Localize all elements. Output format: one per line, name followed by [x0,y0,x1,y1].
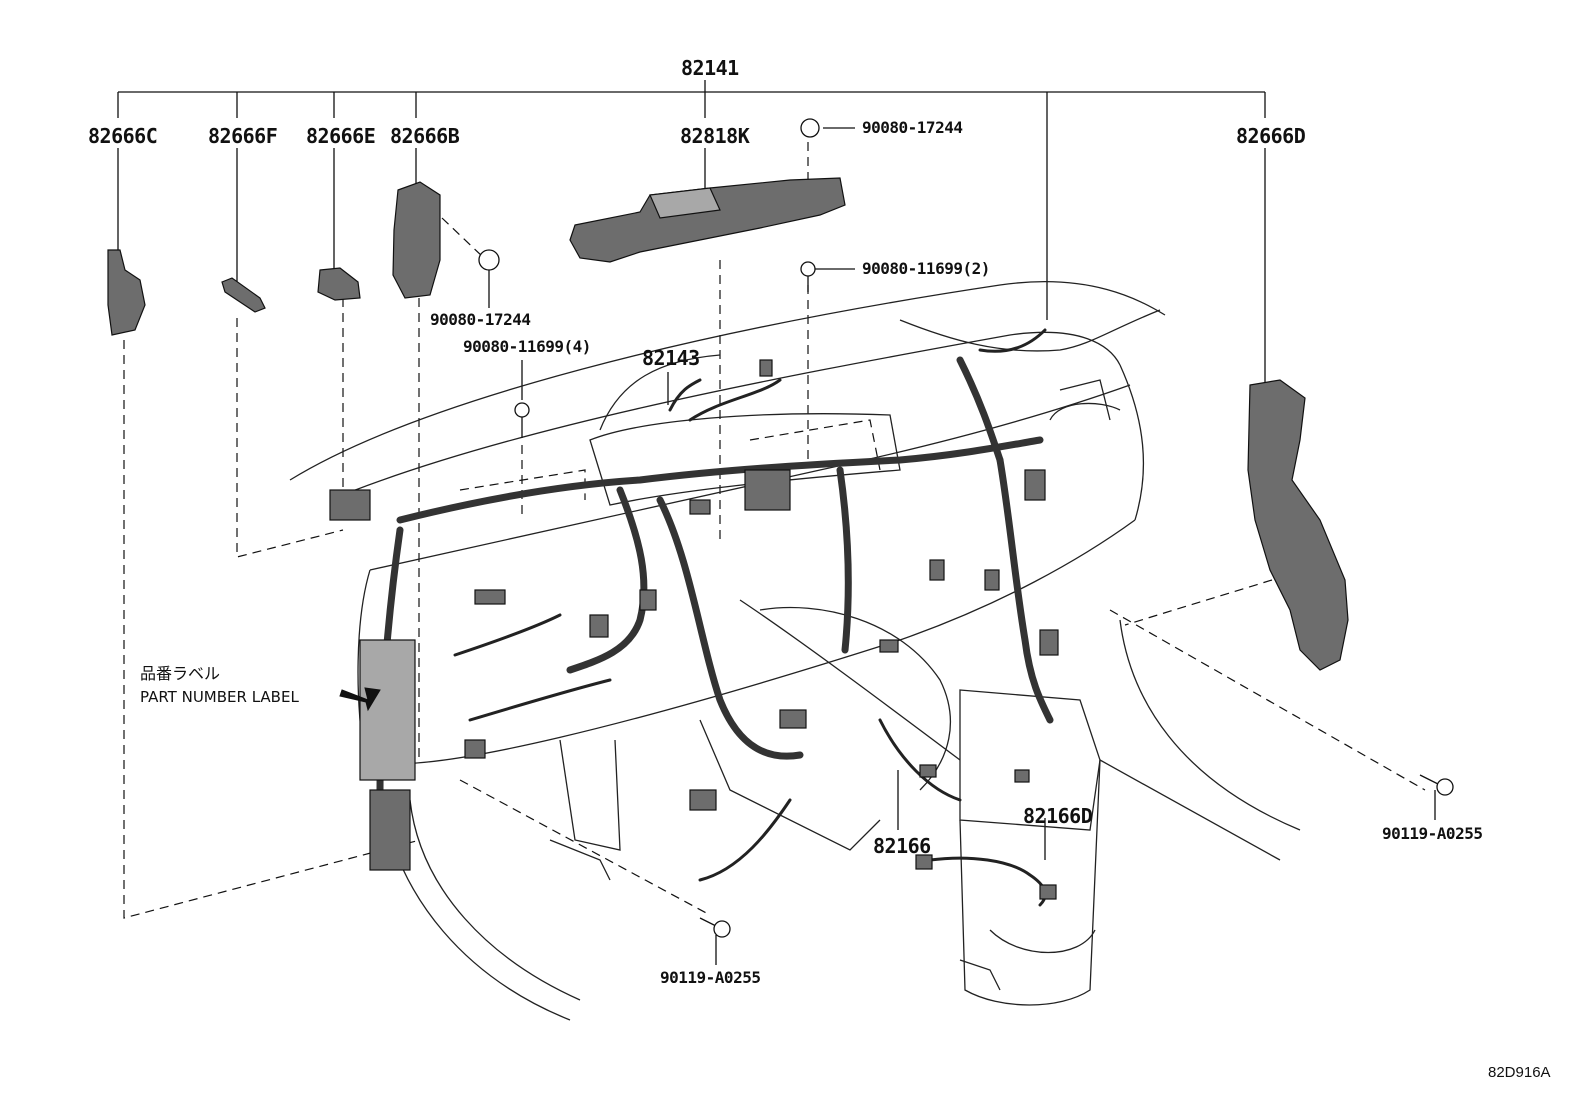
callout-82143: 82143 [642,346,700,370]
callout-82666F: 82666F [208,124,278,148]
callout-90080-17244-top: 90080-17244 [862,118,963,137]
part-82666C [107,249,146,336]
clip-90080-17244-left [478,249,500,271]
callout-82666B: 82666B [390,124,460,148]
callout-90080-17244-left: 90080-17244 [430,310,531,329]
callout-90119-A0255-right: 90119-A0255 [1382,824,1483,843]
assembly-dashed-lines [123,142,1426,919]
part-82818K [569,177,846,263]
callout-82818K: 82818K [680,124,750,148]
callout-82666E: 82666E [306,124,376,148]
diagram-id: 82D916A [1488,1064,1551,1081]
clip-90080-17244-top [800,118,820,138]
bolt-90119-A0255-bottom [699,917,731,938]
part-82666B [392,181,441,299]
part-number-label-jp: 品番ラベル [140,664,221,683]
part-number-label-arrow [339,687,381,712]
part-number-label-en: PART NUMBER LABEL [140,688,299,706]
callout-82666C: 82666C [88,124,158,148]
fasteners [478,118,1454,938]
part-82666E [317,267,361,301]
callout-90080-11699-2: 90080-11699(2) [862,259,990,278]
callout-90119-A0255-bottom: 90119-A0255 [660,968,761,987]
leader-lines [117,127,1436,965]
callout-82666D: 82666D [1236,124,1306,148]
callout-82166: 82166 [873,834,931,858]
part-82666F [221,277,266,313]
part-82666D [1247,379,1349,671]
bolt-90119-A0255-right [1419,774,1454,796]
callout-90080-11699-4: 90080-11699(4) [463,337,591,356]
callout-82166D: 82166D [1023,804,1093,828]
bolt-90080-11699-4 [514,402,530,438]
harness-connectors [329,359,1059,900]
main-part-number: 82141 [681,56,739,80]
instrument-panel-outline [289,281,1301,1021]
bolt-90080-11699-2 [800,261,816,292]
wire-harness [376,328,1054,907]
